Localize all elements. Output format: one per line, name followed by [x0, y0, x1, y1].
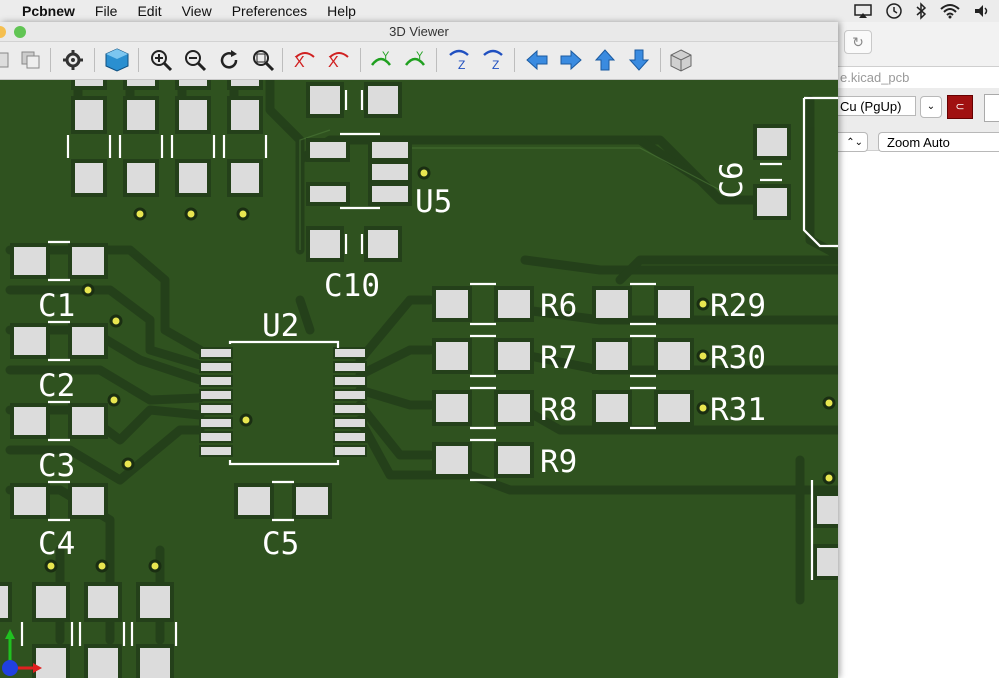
menu-app-name[interactable]: Pcbnew: [22, 3, 75, 19]
reload-board-button[interactable]: [0, 45, 16, 75]
zoom-fit-icon: [253, 50, 275, 72]
rotate-z-cw-button[interactable]: Z: [444, 45, 474, 75]
window-file-name: e.kicad_pcb: [840, 70, 910, 85]
bluetooth-icon[interactable]: [915, 2, 927, 20]
ref-c2: C2: [38, 368, 75, 404]
refresh-button[interactable]: ↻: [844, 30, 872, 54]
pcbnew-main-window: ↻ e.kicad_pcb Cu (PgUp) ⌄ ⊂ ⌃⌄ Zoom Auto: [838, 22, 999, 678]
rotate-x-cw-button[interactable]: X: [290, 45, 320, 75]
copy-image-button[interactable]: [16, 45, 46, 75]
move-left-button[interactable]: [522, 45, 552, 75]
svg-text:X: X: [294, 54, 305, 71]
move-down-button[interactable]: [624, 45, 654, 75]
airplay-icon[interactable]: [853, 3, 873, 19]
arrow-left-icon: [526, 49, 548, 71]
copy-icon: [21, 51, 40, 69]
redraw-button[interactable]: [214, 45, 244, 75]
grid-dropdown[interactable]: ⌃⌄: [838, 132, 868, 152]
volume-icon[interactable]: [973, 3, 991, 19]
arrow-down-icon: [628, 49, 650, 71]
orthographic-toggle-button[interactable]: [666, 45, 696, 75]
zoom-in-button[interactable]: [146, 45, 176, 75]
rotate-x-ccw-icon: X: [328, 52, 349, 71]
menubar: Pcbnew File Edit View Preferences Help: [0, 0, 999, 22]
zoom-out-button[interactable]: [180, 45, 210, 75]
redraw-icon: [220, 50, 238, 69]
axis-gizmo: [2, 629, 42, 676]
svg-text:Y: Y: [416, 50, 424, 62]
svg-text:Z: Z: [458, 58, 465, 72]
ref-u2: U2: [262, 308, 299, 344]
ref-c6: C6: [714, 161, 750, 198]
menu-help[interactable]: Help: [327, 3, 356, 19]
cube-icon: [105, 48, 129, 72]
ref-r8: R8: [540, 392, 577, 428]
rotate-x-ccw-button[interactable]: X: [324, 45, 354, 75]
view-3d-toggle-button[interactable]: [102, 45, 132, 75]
pcb-render: U5 C10 C6 C1 C2 C3 C4 U2 C5 R6 R7 R8 R9 …: [0, 80, 838, 678]
menu-preferences[interactable]: Preferences: [231, 3, 308, 19]
rotate-z-ccw-icon: Z: [483, 49, 503, 72]
ref-c4: C4: [38, 526, 75, 562]
toolbar-button-partial[interactable]: [984, 94, 999, 122]
menu-edit[interactable]: Edit: [137, 3, 162, 19]
svg-text:Z: Z: [492, 58, 499, 72]
settings-button[interactable]: [58, 45, 88, 75]
arrow-right-icon: [560, 49, 582, 71]
window-titlebar: 3D Viewer: [0, 22, 838, 42]
move-right-button[interactable]: [556, 45, 586, 75]
ref-c5: C5: [262, 526, 299, 562]
layer-dropdown-chevron-icon[interactable]: ⌄: [920, 96, 942, 118]
menu-view[interactable]: View: [181, 3, 212, 19]
svg-text:X: X: [328, 54, 339, 71]
svg-text:Y: Y: [382, 50, 390, 62]
arrow-up-icon: [594, 49, 616, 71]
zoom-out-icon: [185, 50, 207, 72]
ref-r9: R9: [540, 444, 577, 480]
layer-selector[interactable]: Cu (PgUp): [838, 96, 916, 116]
zoom-selector[interactable]: Zoom Auto: [878, 132, 999, 152]
zoom-fit-button[interactable]: [248, 45, 278, 75]
zoom-button[interactable]: [14, 26, 26, 38]
menu-file[interactable]: File: [94, 3, 118, 19]
gear-icon: [63, 50, 83, 70]
time-machine-icon[interactable]: [885, 2, 903, 20]
browser-like-toolbar: ↻: [838, 22, 999, 67]
ref-u5: U5: [415, 184, 452, 220]
window-title: 3D Viewer: [389, 24, 449, 39]
3d-viewer-window: 3D Viewer X X Y Y Z Z: [0, 22, 838, 678]
rotate-z-icon: Z: [449, 49, 469, 72]
layer-pair-icon[interactable]: ⊂: [947, 95, 973, 119]
ref-r7: R7: [540, 340, 577, 376]
ref-r6: R6: [540, 288, 577, 324]
ref-c1: C1: [38, 288, 75, 324]
ref-r30: R30: [710, 340, 766, 376]
rotate-x-icon: X: [294, 52, 315, 71]
viewer-toolbar: X X Y Y Z Z: [0, 42, 838, 80]
rotate-y-ccw-icon: Y: [405, 50, 425, 66]
rotate-y-ccw-button[interactable]: Y: [400, 45, 430, 75]
ref-c10: C10: [324, 268, 380, 304]
rotate-y-cw-button[interactable]: Y: [366, 45, 396, 75]
wifi-icon[interactable]: [939, 3, 961, 19]
minimize-button[interactable]: [0, 26, 6, 38]
ref-r29: R29: [710, 288, 766, 324]
ref-r31: R31: [710, 392, 766, 428]
rotate-z-ccw-button[interactable]: Z: [478, 45, 508, 75]
zoom-in-icon: [151, 50, 173, 72]
ortho-cube-icon: [670, 49, 692, 72]
reload-icon: [0, 52, 9, 68]
move-up-button[interactable]: [590, 45, 620, 75]
ref-c3: C3: [38, 448, 75, 484]
3d-board-canvas[interactable]: U5 C10 C6 C1 C2 C3 C4 U2 C5 R6 R7 R8 R9 …: [0, 80, 838, 678]
rotate-y-icon: Y: [371, 50, 391, 66]
